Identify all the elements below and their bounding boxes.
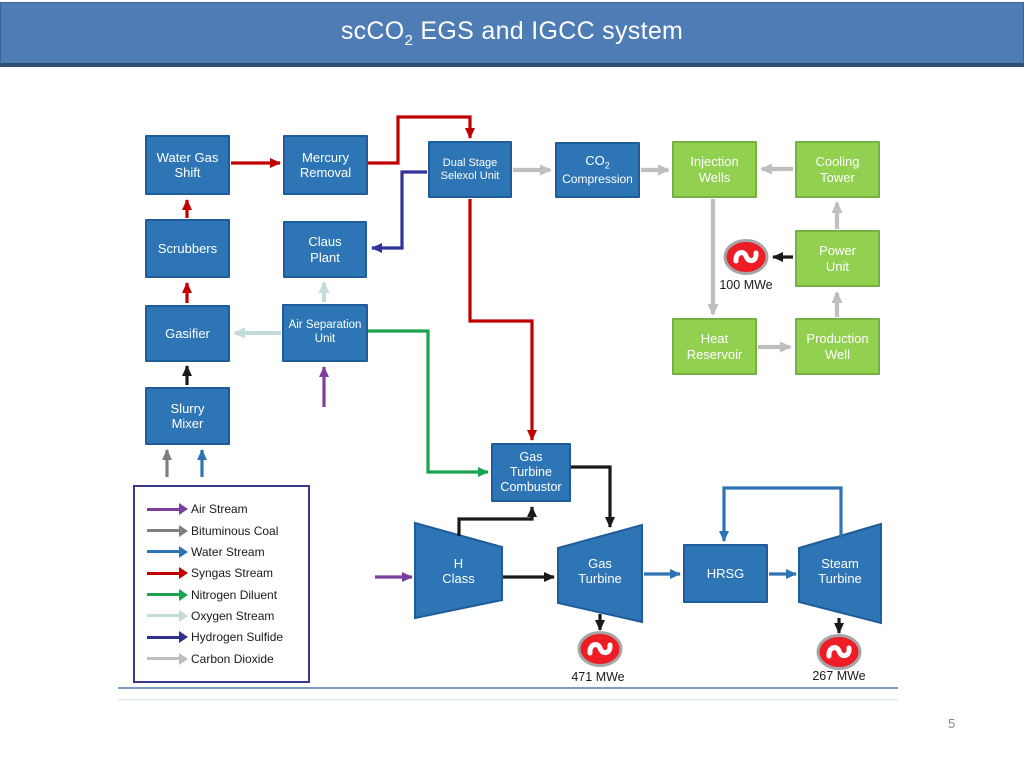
node-claus-plant: Claus Plant — [283, 221, 367, 278]
legend-item: Oxygen Stream — [147, 609, 308, 623]
node-label: Production Well — [806, 331, 869, 362]
legend-item: Air Stream — [147, 502, 308, 516]
page-title: scCO2 EGS and IGCC system — [341, 17, 683, 49]
legend-item: Syngas Stream — [147, 566, 308, 580]
node-mercury-removal: Mercury Removal — [283, 135, 368, 195]
title-post: EGS and IGCC system — [413, 17, 684, 45]
carbon-dioxide-arrow-icon — [147, 652, 188, 665]
edge-mercury-to-selexol — [368, 115, 475, 165]
node-scrubbers: Scrubbers — [145, 219, 230, 278]
node-label: Dual Stage Selexol Unit — [440, 156, 500, 182]
edge-selexol-to-combustor — [468, 199, 537, 441]
generator-icon-steam-turbine — [816, 634, 862, 670]
label-471-mwe: 471 MWe — [571, 670, 625, 684]
node-production-well: Production Well — [795, 318, 880, 375]
syngas-stream-arrow-icon — [147, 567, 188, 580]
label-h-class: H Class — [442, 556, 475, 587]
legend-label: Syngas Stream — [191, 566, 274, 581]
water-stream-arrow-icon — [147, 545, 188, 558]
legend-label: Carbon Dioxide — [191, 651, 274, 666]
legend-label: Bituminous Coal — [191, 523, 279, 538]
node-gasifier: Gasifier — [145, 305, 230, 362]
node-slurry-mixer: Slurry Mixer — [145, 387, 230, 445]
node-label: Gasifier — [165, 325, 210, 341]
node-label: Claus Plant — [308, 234, 342, 265]
bituminous-coal-arrow-icon — [147, 524, 188, 537]
legend-box: Air Stream Bituminous Coal Water Stream … — [133, 485, 310, 683]
nitrogen-diluent-arrow-icon — [147, 588, 188, 601]
legend-item: Bituminous Coal — [147, 524, 308, 538]
node-cooling-tower: Cooling Tower — [795, 141, 880, 198]
node-dual-stage-selexol: Dual Stage Selexol Unit — [428, 141, 512, 198]
generator-icon-geothermal — [723, 239, 769, 275]
page-number: 5 — [948, 716, 956, 731]
legend-item: Hydrogen Sulfide — [147, 630, 308, 644]
legend-item: Carbon Dioxide — [147, 652, 308, 666]
node-gas-turbine-combustor: Gas Turbine Combustor — [491, 443, 571, 502]
oxygen-stream-arrow-icon — [147, 609, 188, 622]
legend-label: Water Stream — [191, 544, 265, 559]
legend-label: Hydrogen Sulfide — [191, 630, 284, 645]
h-class-compressor-shape — [414, 521, 503, 620]
label-267-mwe: 267 MWe — [812, 669, 866, 683]
title-bar: scCO2 EGS and IGCC system — [0, 2, 1024, 67]
node-hrsg: HRSG — [683, 544, 768, 603]
edge-asu-to-combustor — [368, 329, 489, 477]
gas-turbine-shape — [557, 523, 643, 624]
edge-hclass-to-combustor — [457, 506, 537, 536]
node-label: Scrubbers — [157, 240, 218, 256]
node-water-gas-shift: Water Gas Shift — [145, 135, 230, 195]
node-label: Mercury Removal — [299, 149, 352, 180]
node-label: Heat Reservoir — [686, 331, 743, 362]
legend-item: Nitrogen Diluent — [147, 588, 308, 602]
node-label: HRSG — [706, 565, 745, 581]
legend-item: Water Stream — [147, 545, 308, 559]
edge-combustor-to-gasturbine — [571, 465, 615, 528]
node-label: Cooling Tower — [815, 154, 860, 185]
node-air-separation-unit: Air Separation Unit — [282, 304, 368, 362]
node-label: Air Separation Unit — [288, 319, 362, 345]
compression-text: Compression — [562, 172, 633, 187]
legend-label: Air Stream — [191, 502, 248, 517]
legend-label: Oxygen Stream — [191, 608, 275, 623]
node-injection-wells: Injection Wells — [672, 141, 757, 198]
node-heat-reservoir: Heat Reservoir — [672, 318, 757, 375]
air-stream-arrow-icon — [147, 503, 188, 516]
node-label: Slurry Mixer — [170, 400, 205, 431]
footer-divider — [118, 687, 898, 689]
node-label: Injection Wells — [690, 154, 739, 185]
node-label: Gas Turbine Combustor — [500, 450, 562, 494]
hydrogen-sulfide-arrow-icon — [147, 631, 188, 644]
turbine-shapes — [414, 521, 882, 625]
title-subscript: 2 — [404, 32, 414, 49]
generator-icon-gas-turbine — [577, 631, 623, 667]
node-label: Water Gas Shift — [156, 149, 219, 180]
co2-subscript: 2 — [604, 160, 610, 171]
footer-divider-light — [118, 699, 898, 700]
steam-turbine-shape — [798, 522, 882, 625]
co2-text: CO — [585, 153, 605, 169]
node-label: Power Unit — [819, 243, 856, 274]
node-power-unit: Power Unit — [795, 230, 880, 287]
edge-selexol-to-claus — [371, 170, 427, 253]
label-steam-turbine: Steam Turbine — [818, 556, 862, 587]
label-gas-turbine: Gas Turbine — [578, 556, 622, 587]
legend-label: Nitrogen Diluent — [191, 587, 278, 602]
title-pre: scCO — [340, 17, 405, 45]
edge-steam-loop-to-hrsg — [719, 486, 843, 542]
label-100-mwe: 100 MWe — [719, 278, 773, 292]
